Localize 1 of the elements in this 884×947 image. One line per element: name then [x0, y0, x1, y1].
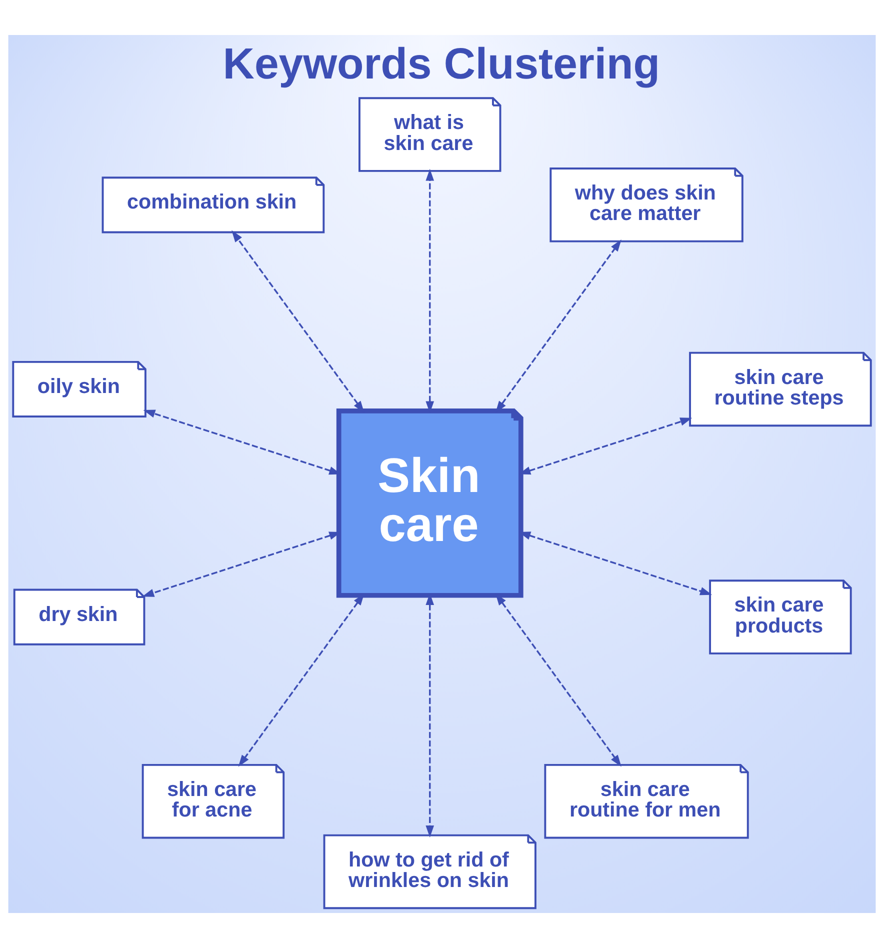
diagram-title: Keywords Clustering	[222, 38, 660, 88]
